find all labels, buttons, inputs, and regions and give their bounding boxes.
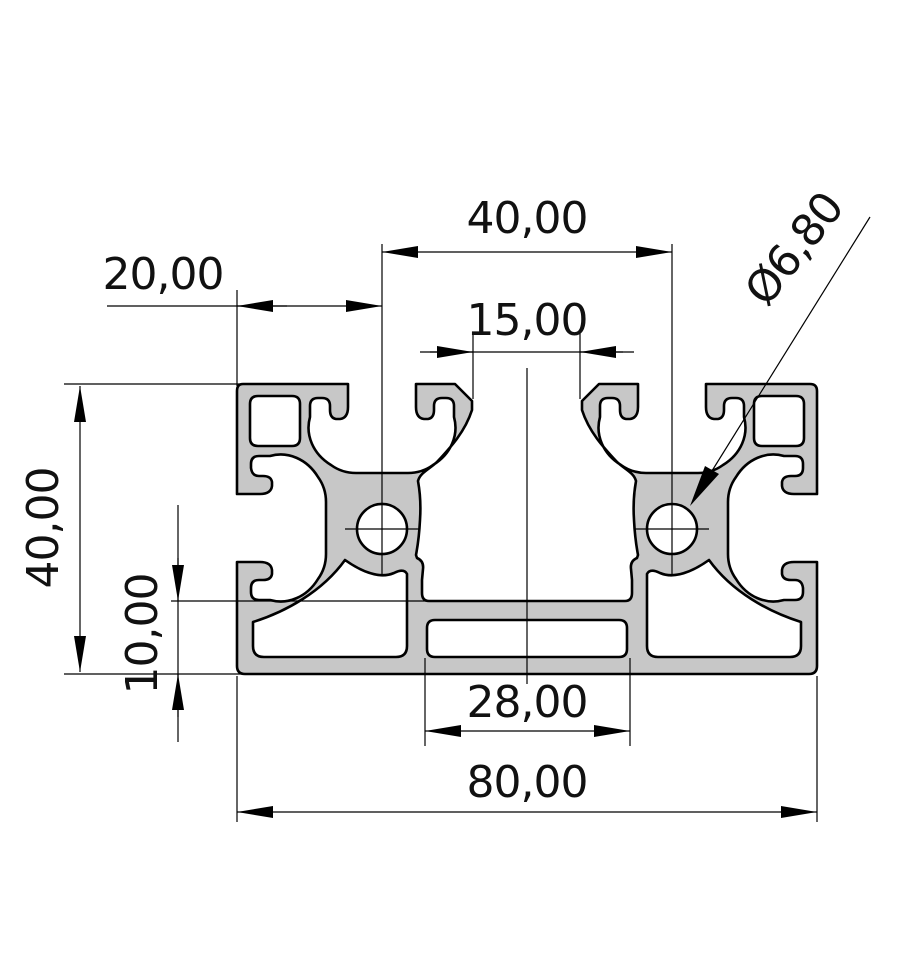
dim-label-hole-diameter: Ø6,80	[735, 183, 854, 315]
hole-leader-line	[691, 216, 871, 504]
dim-label-base-height: 10,00	[117, 574, 168, 695]
dim-label-channel-width: 28,00	[467, 677, 588, 728]
center-lines	[345, 244, 709, 684]
dim-label-width: 80,00	[467, 757, 588, 808]
dimension-lines	[74, 216, 871, 818]
dim-label-slot-opening: 15,00	[467, 295, 588, 346]
dim-label-top-pitch: 40,00	[467, 193, 588, 244]
hole-leader-arrowhead	[690, 466, 719, 506]
dim-label-left-offset: 20,00	[103, 249, 224, 300]
dim-label-height: 40,00	[18, 468, 69, 589]
